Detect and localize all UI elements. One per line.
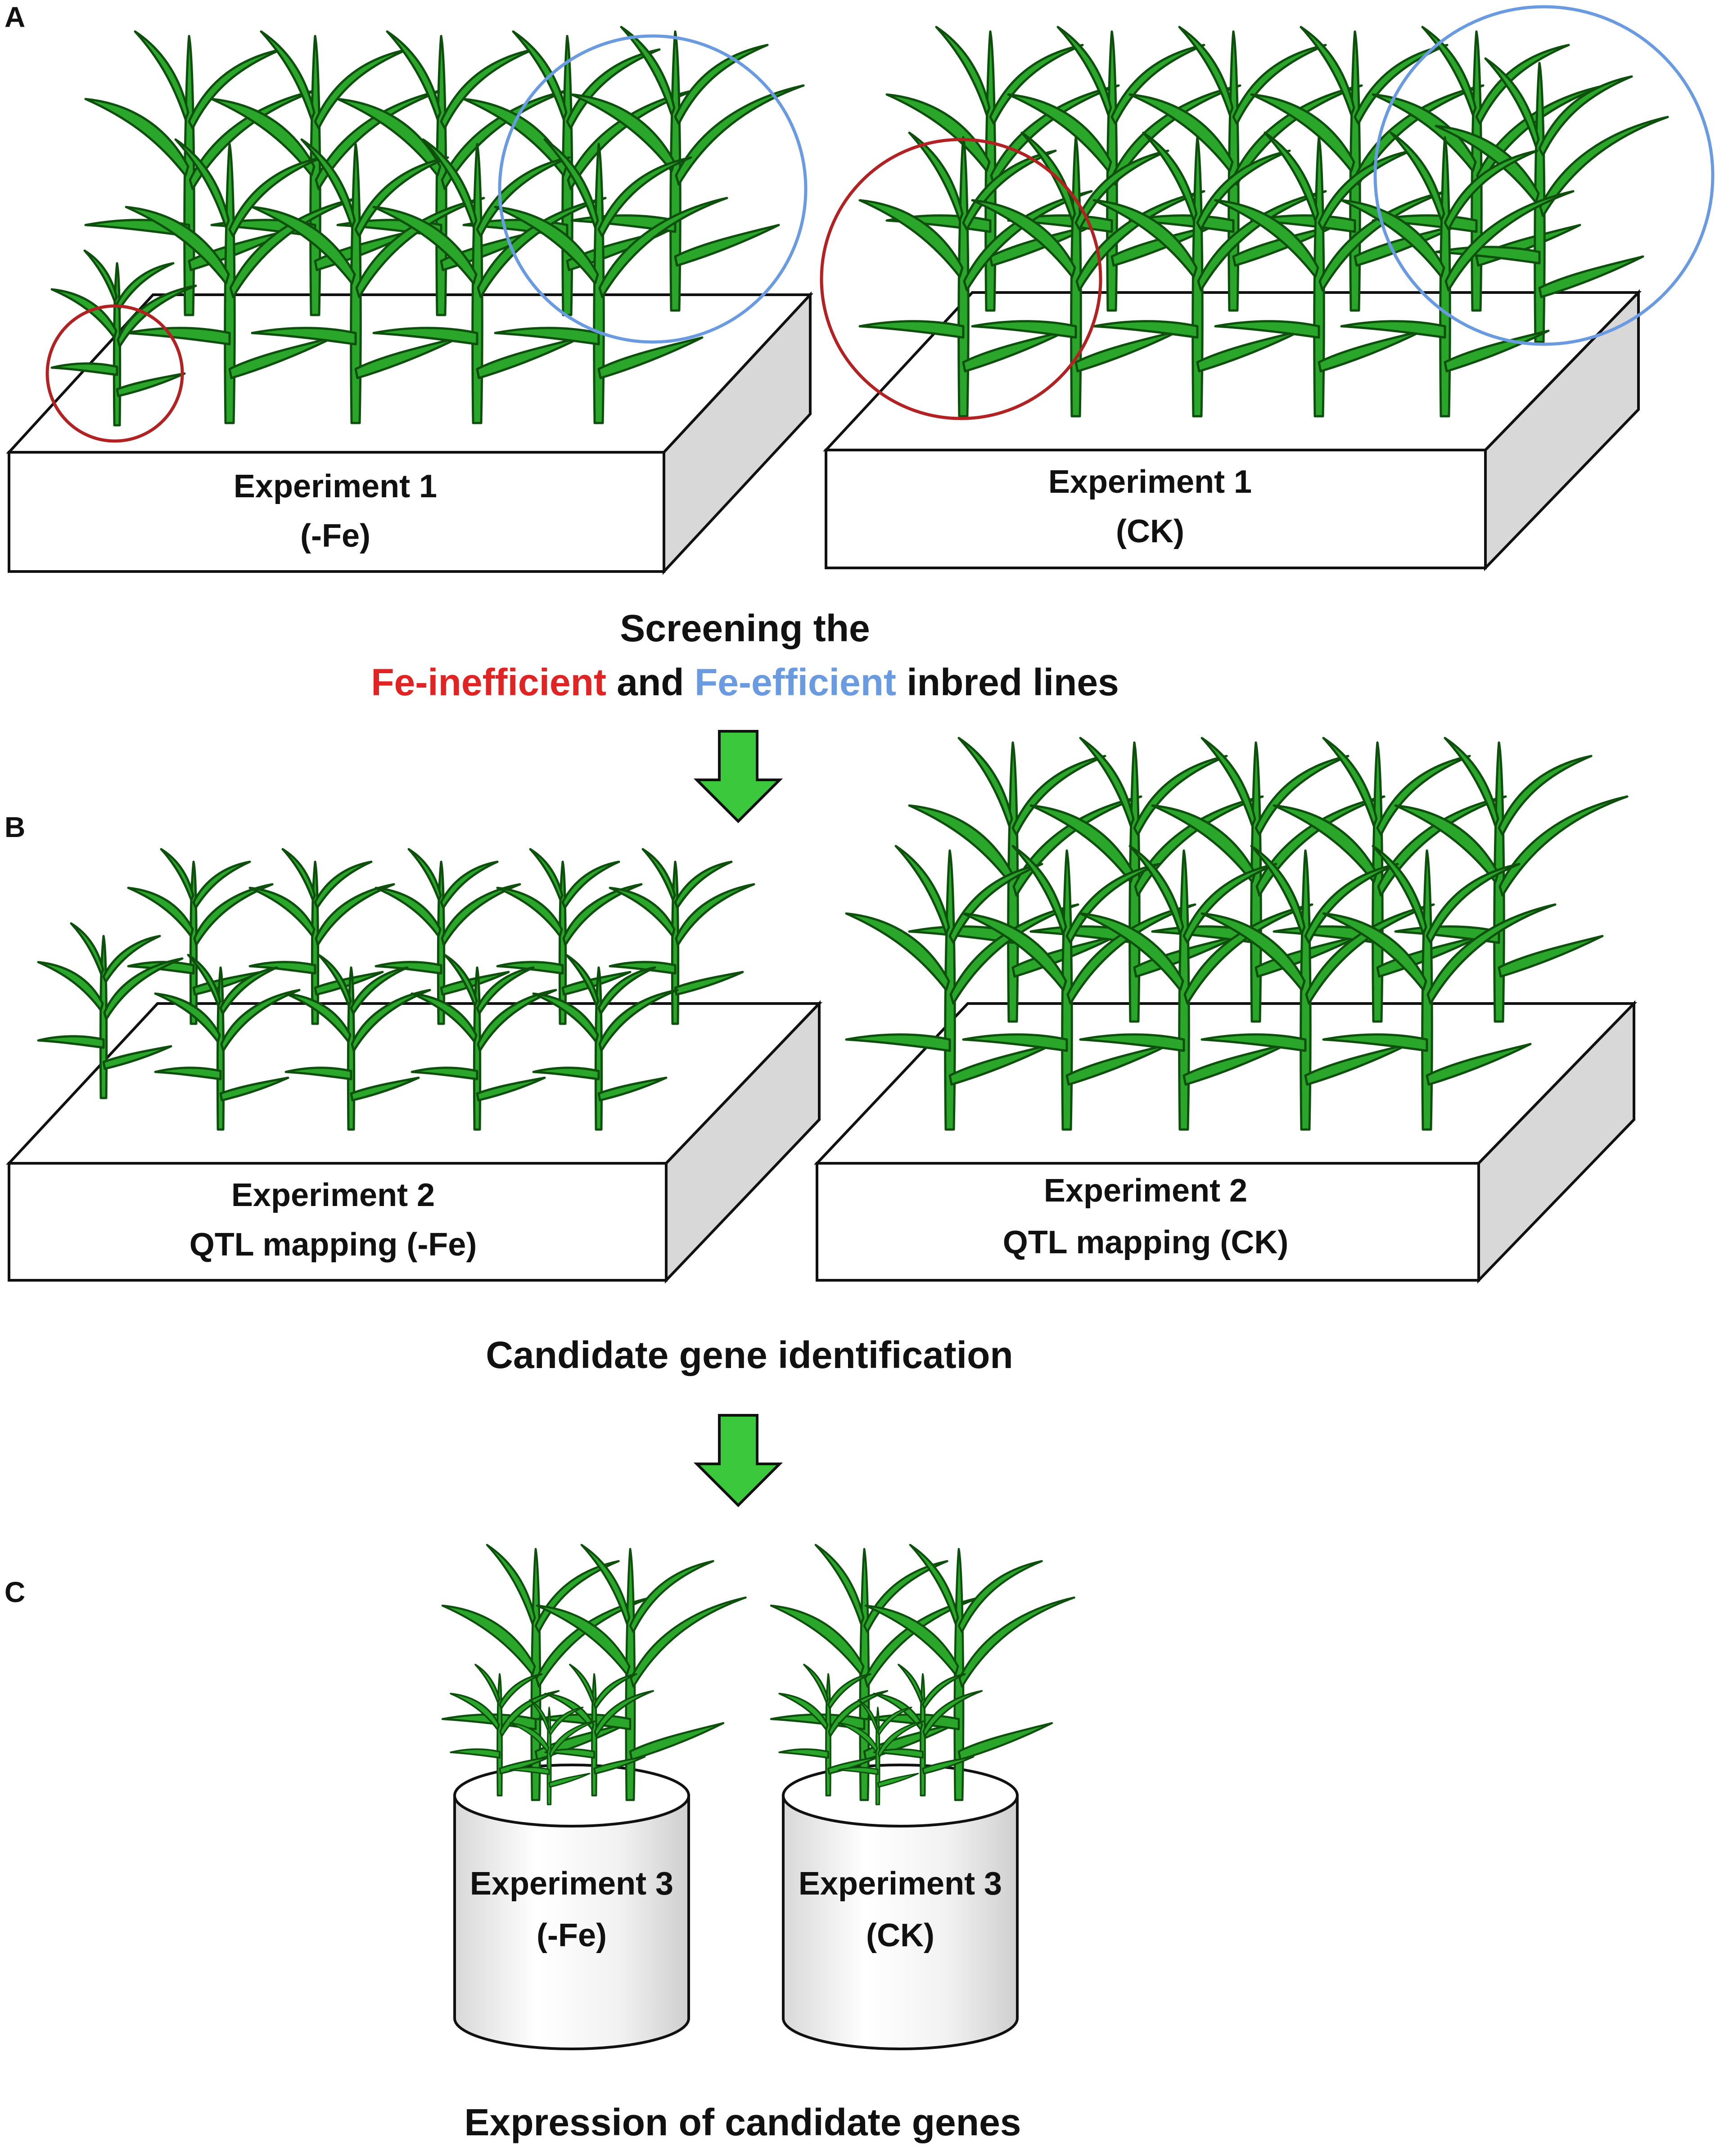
caption-fe-inefficient: Fe-inefficient bbox=[371, 661, 606, 703]
caption-fe-efficient: Fe-efficient bbox=[695, 661, 896, 703]
highlight-circle-efficient-a-right bbox=[1373, 5, 1715, 346]
down-arrow-icon-1 bbox=[697, 731, 780, 821]
soil-tray-exp2-fe bbox=[6, 1000, 823, 1284]
highlight-circle-inefficient-a-left bbox=[45, 304, 184, 443]
exp1-fe-label-line1: Experiment 1 bbox=[234, 468, 437, 504]
panel-letter-a: A bbox=[5, 1, 25, 33]
plant-pot-exp3-fe bbox=[453, 1764, 690, 2050]
exp1-ck-label-line1: Experiment 1 bbox=[1048, 464, 1252, 500]
caption-inbred-lines: inbred lines bbox=[896, 661, 1119, 703]
caption-expression: Expression of candidate genes bbox=[464, 2101, 1021, 2143]
exp3-ck-label-line2: (CK) bbox=[866, 1917, 934, 1953]
plant-group-exp3-fe bbox=[442, 1545, 746, 1805]
highlight-circle-inefficient-a-right bbox=[820, 138, 1102, 420]
down-arrow-icon-2 bbox=[697, 1415, 780, 1505]
exp1-fe-label-line2: (-Fe) bbox=[300, 518, 370, 554]
exp2-fe-label-line2: QTL mapping (-Fe) bbox=[190, 1227, 477, 1263]
plant-pot-exp3-ck bbox=[782, 1764, 1019, 2050]
highlight-circle-efficient-a-left bbox=[498, 34, 808, 344]
plant-group-exp3-ck bbox=[771, 1545, 1074, 1805]
exp2-ck-label-line2: QTL mapping (CK) bbox=[1003, 1224, 1289, 1260]
caption-candidate-gene: Candidate gene identification bbox=[486, 1334, 1013, 1376]
caption-and: and bbox=[606, 661, 695, 703]
exp3-ck-label-line1: Experiment 3 bbox=[799, 1866, 1002, 1902]
exp1-ck-label-line2: (CK) bbox=[1116, 513, 1184, 549]
exp3-fe-label-line2: (-Fe) bbox=[537, 1917, 607, 1953]
exp2-fe-label-line1: Experiment 2 bbox=[231, 1177, 435, 1213]
caption-screening-line1: Screening the bbox=[620, 607, 870, 649]
exp2-ck-label-line1: Experiment 2 bbox=[1044, 1173, 1247, 1209]
panel-letter-b: B bbox=[5, 811, 25, 843]
exp3-fe-label-line1: Experiment 3 bbox=[470, 1866, 673, 1902]
panel-letter-c: C bbox=[5, 1576, 25, 1608]
caption-screening-line2: Fe-inefficient and Fe-efficient inbred l… bbox=[371, 661, 1119, 703]
